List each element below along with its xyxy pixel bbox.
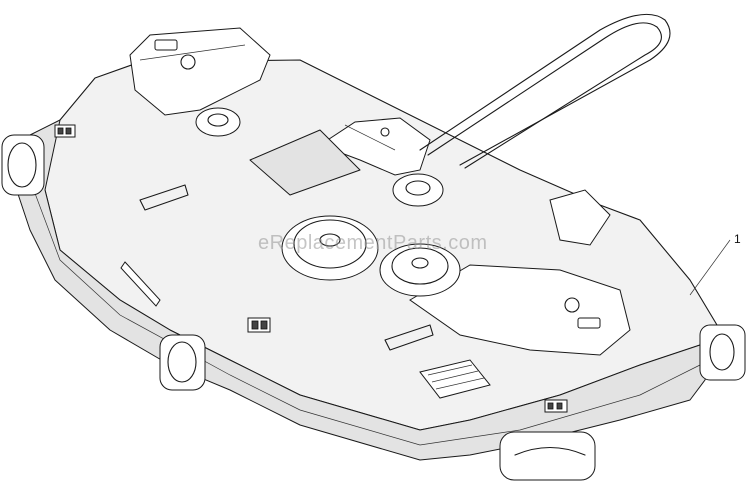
right-belt-cover	[409, 264, 631, 356]
decal-right	[544, 399, 568, 413]
watermark-text: eReplacementParts.com	[258, 232, 488, 254]
height-adjust-bracket-center	[384, 324, 434, 351]
discharge-opening	[249, 129, 361, 196]
height-adjust-bracket-left	[139, 184, 189, 211]
right-rear-bracket	[549, 189, 611, 246]
decal-side	[120, 261, 161, 307]
idler-pulley-assembly	[195, 107, 444, 207]
decal-front	[419, 359, 491, 399]
drive-belt	[419, 13, 671, 169]
right-side-roller	[699, 324, 746, 381]
decal-left	[54, 124, 76, 138]
center-front-roller	[159, 334, 206, 391]
callout-1-label: 1	[734, 232, 741, 246]
left-spindle-pulley	[281, 215, 379, 281]
left-front-roller	[1, 134, 45, 196]
left-belt-cover	[129, 27, 271, 116]
callout-1-leader	[689, 239, 731, 296]
center-spindle-pulley	[379, 243, 461, 297]
right-front-roller	[499, 431, 596, 481]
decal-center	[247, 317, 271, 333]
